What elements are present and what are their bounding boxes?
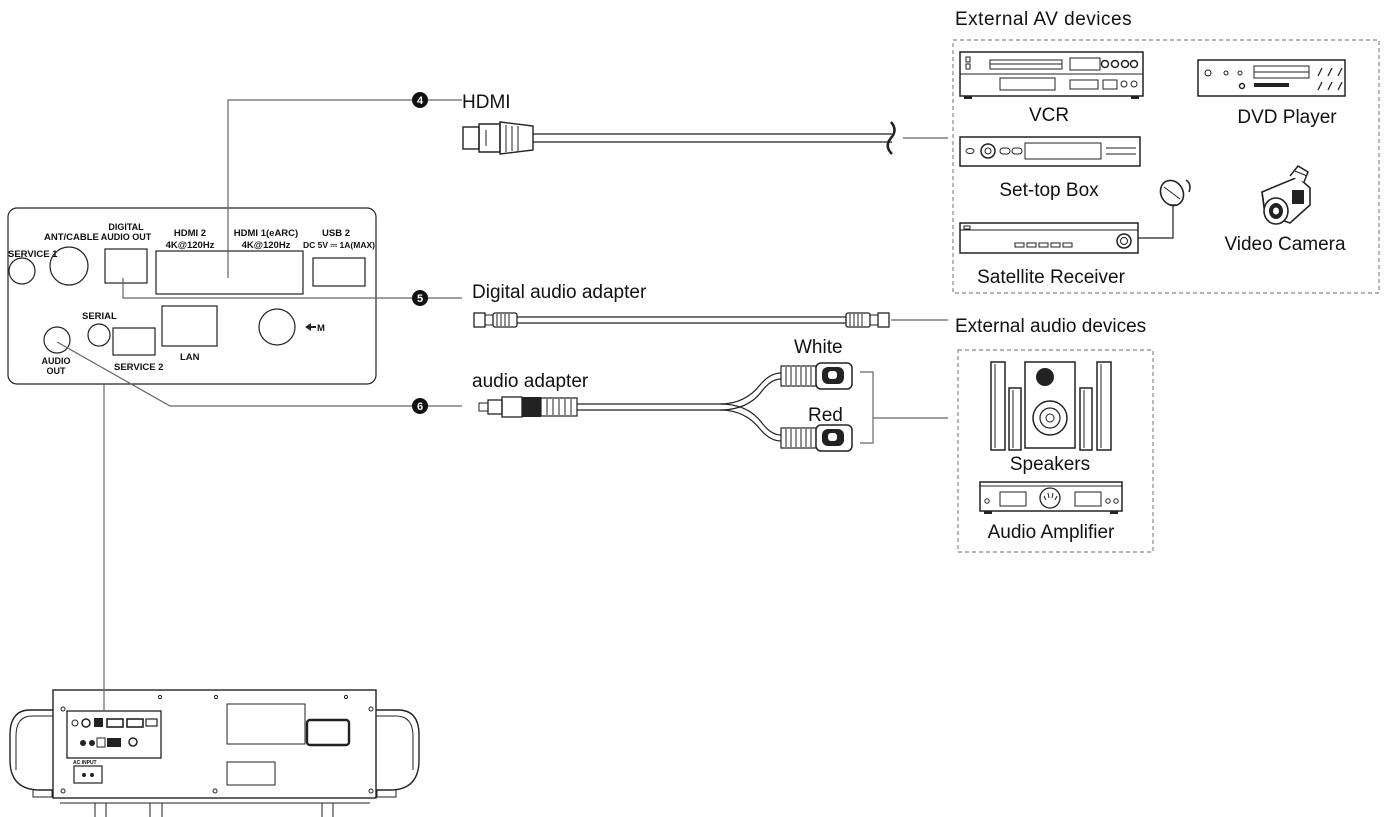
- serial-port: [87, 323, 111, 347]
- speakers-label: Speakers: [1010, 454, 1090, 475]
- service1-port: [8, 257, 36, 285]
- audio-leader-line: [56, 341, 418, 407]
- audio-out-label-2: OUT: [47, 366, 67, 376]
- external-audio-devices-title: External audio devices: [955, 316, 1146, 337]
- tv-bottom-view: AC INPUT: [9, 689, 420, 817]
- hdmi-cable-icon: [462, 121, 896, 155]
- ac-input-label: AC INPUT: [73, 760, 97, 766]
- service2-label: SERVICE 2: [114, 362, 163, 373]
- hdmi1-label-2: 4K@120Hz: [242, 240, 291, 251]
- service2-port: [112, 327, 156, 356]
- white-label: White: [794, 337, 843, 358]
- speakers-icon: [990, 361, 1112, 451]
- dvd-player-icon: [1197, 59, 1346, 97]
- external-audio-devices-box: [957, 349, 1154, 553]
- video-camera-icon: [1261, 165, 1311, 225]
- digital-audio-out-label-1: DIGITAL: [108, 222, 144, 232]
- usb2-label-2: DC 5V ⎓ 1A(MAX): [303, 240, 375, 250]
- callout-4-number: 4: [417, 95, 424, 107]
- digital-leader-line: [122, 278, 418, 299]
- callout-6-icon: [412, 398, 428, 414]
- satellite-receiver-icon: [959, 222, 1139, 254]
- set-top-box-label: Set-top Box: [999, 180, 1099, 201]
- serial-label: SERIAL: [82, 311, 117, 322]
- digital-audio-adapter-label: Digital audio adapter: [472, 282, 647, 303]
- audio-amplifier-label: Audio Amplifier: [988, 522, 1115, 543]
- dvd-player-label: DVD Player: [1237, 107, 1337, 128]
- hdmi-ports: [155, 250, 304, 295]
- m-label: M: [317, 323, 325, 334]
- hdmi2-label-1: HDMI 2: [174, 228, 206, 239]
- hdmi2-label-2: 4K@120Hz: [166, 240, 215, 251]
- satellite-receiver-label: Satellite Receiver: [977, 267, 1126, 288]
- hdmi-leader-line: [227, 99, 418, 278]
- callout-5-icon: [412, 290, 428, 306]
- external-av-devices-title: External AV devices: [955, 9, 1132, 30]
- hdmi-label: HDMI: [462, 92, 511, 113]
- audio-amplifier-icon: [979, 481, 1123, 514]
- satellite-dish-icon: [1138, 179, 1191, 239]
- callout-4-icon: [412, 92, 428, 108]
- audio-out-port: [43, 326, 71, 354]
- audio-adapter-label: audio adapter: [472, 371, 589, 392]
- usb2-port: [312, 257, 366, 287]
- callout-5-number: 5: [417, 293, 423, 305]
- service1-label: SERVICE 1: [8, 249, 58, 260]
- video-camera-label: Video Camera: [1224, 234, 1346, 255]
- ant-cable-label: ANT/CABLE: [44, 232, 99, 243]
- red-label: Red: [808, 405, 843, 426]
- lan-port: [161, 305, 218, 347]
- external-av-devices-box: [952, 39, 1380, 294]
- vcr-icon: [959, 51, 1144, 99]
- hdmi1-label-1: HDMI 1(eARC): [234, 228, 298, 239]
- callout-6-number: 6: [417, 401, 423, 413]
- audio-out-label-1: AUDIO: [42, 356, 71, 366]
- rca-cable-icon: [478, 362, 853, 452]
- digital-audio-out-label-2: AUDIO OUT: [101, 232, 152, 242]
- lan-label: LAN: [180, 352, 200, 363]
- ant-cable-port: [49, 246, 89, 286]
- set-top-box-icon: [959, 136, 1141, 167]
- usb2-label-1: USB 2: [322, 228, 350, 239]
- m-button: [258, 308, 296, 346]
- digital-audio-out-port: [104, 248, 148, 284]
- tv-back-panel: SERVICE 1 ANT/CABLE DIGITAL AUDIO OUT HD…: [7, 207, 377, 385]
- arrow-left-icon: [305, 323, 316, 331]
- optical-cable-icon: [473, 312, 890, 328]
- vcr-label: VCR: [1029, 105, 1069, 126]
